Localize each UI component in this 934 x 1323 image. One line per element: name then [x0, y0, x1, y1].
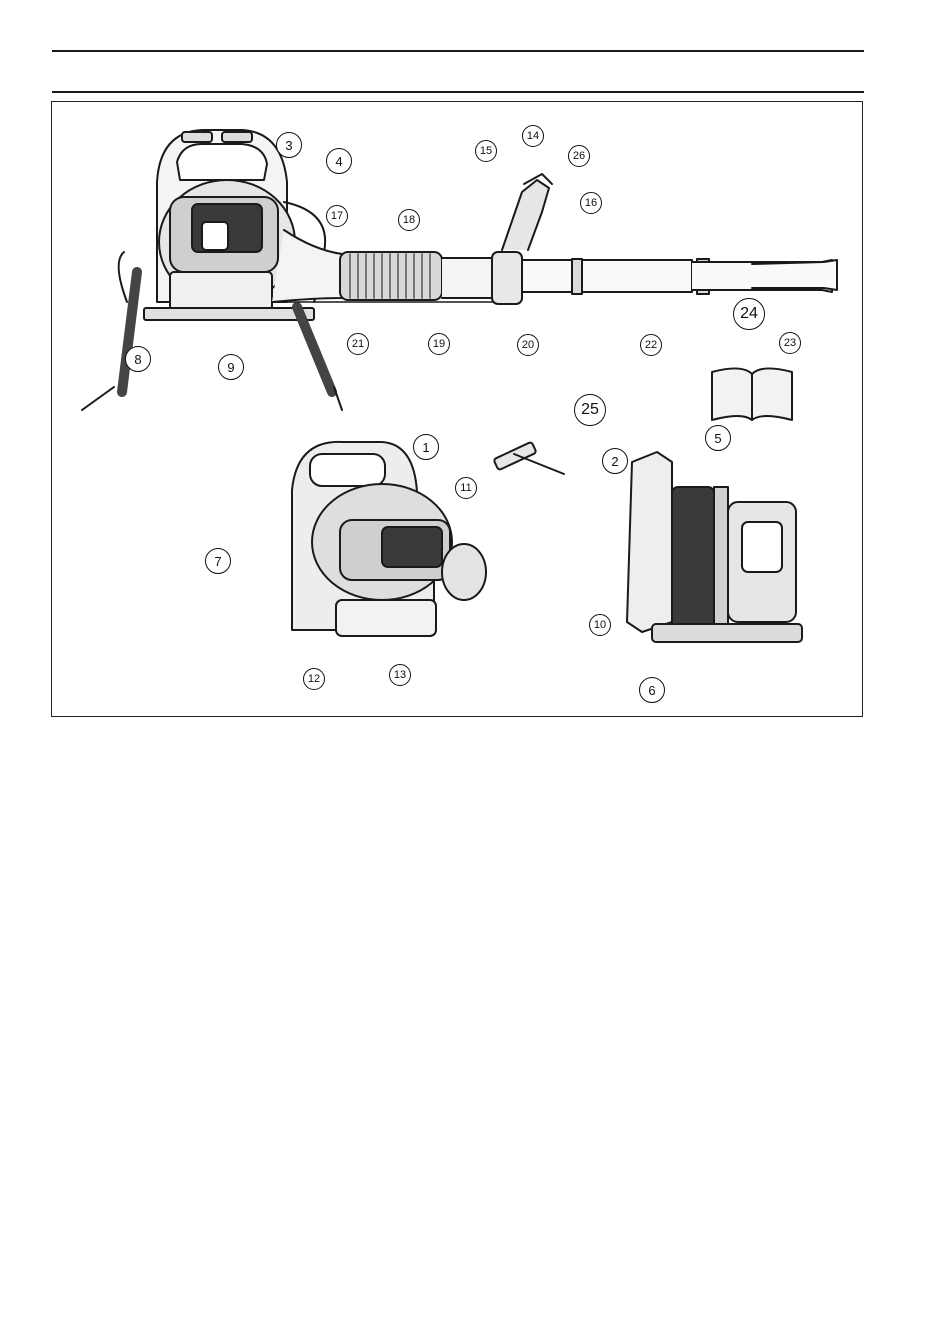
- callout-10: 10: [589, 614, 611, 636]
- callout-25: 25: [574, 394, 606, 426]
- callout-5: 5: [705, 425, 731, 451]
- spark-plug-wrench: [493, 442, 564, 474]
- callout-14: 14: [522, 125, 544, 147]
- blower-side-view: [627, 452, 802, 642]
- callout-7: 7: [205, 548, 231, 574]
- callout-22: 22: [640, 334, 662, 356]
- callout-16: 16: [580, 192, 602, 214]
- callout-12: 12: [303, 668, 325, 690]
- callout-6: 6: [639, 677, 665, 703]
- callout-24: 24: [733, 298, 765, 330]
- callout-26: 26: [568, 145, 590, 167]
- callout-11: 11: [455, 477, 477, 499]
- callout-2: 2: [602, 448, 628, 474]
- section-rule: [52, 91, 864, 93]
- callout-19: 19: [428, 333, 450, 355]
- parts-illustration-frame: 3 4 17 18 15 14 26 16 21 19 20 22 23 24 …: [51, 101, 863, 717]
- blower-tube-assembly: [272, 174, 837, 304]
- callout-9: 9: [218, 354, 244, 380]
- callout-3: 3: [276, 132, 302, 158]
- callout-17: 17: [326, 205, 348, 227]
- blower-front-view: [292, 442, 486, 636]
- callout-18: 18: [398, 209, 420, 231]
- callout-1: 1: [413, 434, 439, 460]
- callout-13: 13: [389, 664, 411, 686]
- operator-manual-book: [712, 368, 792, 420]
- callout-8: 8: [125, 346, 151, 372]
- top-rule: [52, 50, 864, 52]
- callout-21: 21: [347, 333, 369, 355]
- callout-4: 4: [326, 148, 352, 174]
- blower-parts-drawing: [52, 102, 864, 718]
- callout-20: 20: [517, 334, 539, 356]
- callout-23: 23: [779, 332, 801, 354]
- callout-15: 15: [475, 140, 497, 162]
